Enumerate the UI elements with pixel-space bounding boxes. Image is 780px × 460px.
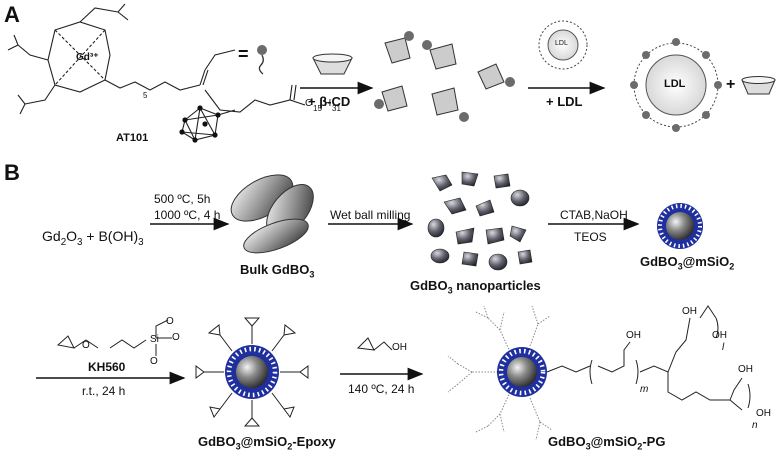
epoxy-particle [195,317,309,427]
pg-oh-4: OH [738,364,753,375]
coating-cond-2: TEOS [574,230,607,244]
silanization-cond: r.t., 24 h [82,384,126,398]
ldl-particle-small [538,20,588,70]
pg-oh-5: OH [756,408,771,419]
epoxy-label: GdBO3@mSiO2-Epoxy [198,434,336,452]
pg-sub-l: l [722,342,725,353]
pg-label: GdBO3@mSiO2-PG [548,434,666,452]
kh560-si: Si [150,334,159,345]
at101-structure [7,3,306,141]
pg-sub-m: m [640,384,649,395]
at101-label: AT101 [116,132,149,144]
kh560-o-3: O [166,316,174,327]
free-beta-cd-icon [741,76,776,95]
coating-cond-1: CTAB,NaOH [560,208,628,222]
kh560-o-4: O [150,356,158,367]
at101-tail-c: C [305,98,313,109]
kh560-label: KH560 [88,360,126,374]
glycidol-structure [356,337,393,351]
msio2-label: GdBO3@mSiO2 [640,254,735,272]
at101-symbol [257,45,267,75]
beta-cd-icon [312,53,353,75]
kh560-o-1: O [82,340,90,351]
ldl-reagent: + LDL [546,94,583,109]
nanoparticles-label: GdBO3 nanoparticles [410,278,541,296]
at101-cage-dots [179,105,221,143]
at101-tail-sub-15: 15 [313,104,322,113]
at101-tail-sub-31: 31 [332,104,341,113]
bulk-gdbo3-crystals [230,174,314,254]
bulk-gdbo3-label: Bulk GdBO3 [240,262,315,280]
gd-ion-label: Gd³⁺ [76,52,99,63]
glycidol-oh: OH [392,342,407,353]
pg-sub-n: n [752,420,758,431]
at101-tail-h: H [324,98,332,109]
milling-cond: Wet ball milling [330,208,411,222]
ldl-large-label: LDL [664,78,686,90]
calcination-cond-1: 500 ºC, 5h [154,192,211,206]
pg-oh-2: OH [682,306,697,317]
pg-particle [447,305,751,441]
at101-tail-sub-5: 5 [143,91,148,100]
inclusion-complex [374,31,515,122]
panel-label-a: A [4,2,20,27]
kh560-o-2: O [172,332,180,343]
plus-sign: + [726,76,736,93]
gdbo3-nanoparticles [427,171,533,271]
ldl-particle-loaded [630,38,722,132]
calcination-cond-2: 1000 ºC, 4 h [154,208,221,222]
panel-label-b: B [4,160,20,185]
grafting-cond: 140 ºC, 24 h [348,382,415,396]
equals-sign: = [238,44,249,64]
gdbo3-msio2-particle [657,203,703,249]
pg-oh-3: OH [712,330,727,341]
beta-cd-reagent: + β-CD [308,94,351,109]
kh560-structure [56,319,172,356]
reactants-label: Gd2O3 + B(OH)3 [42,228,144,248]
ldl-small-label: LDL [555,40,568,47]
pg-oh-1: OH [626,330,641,341]
